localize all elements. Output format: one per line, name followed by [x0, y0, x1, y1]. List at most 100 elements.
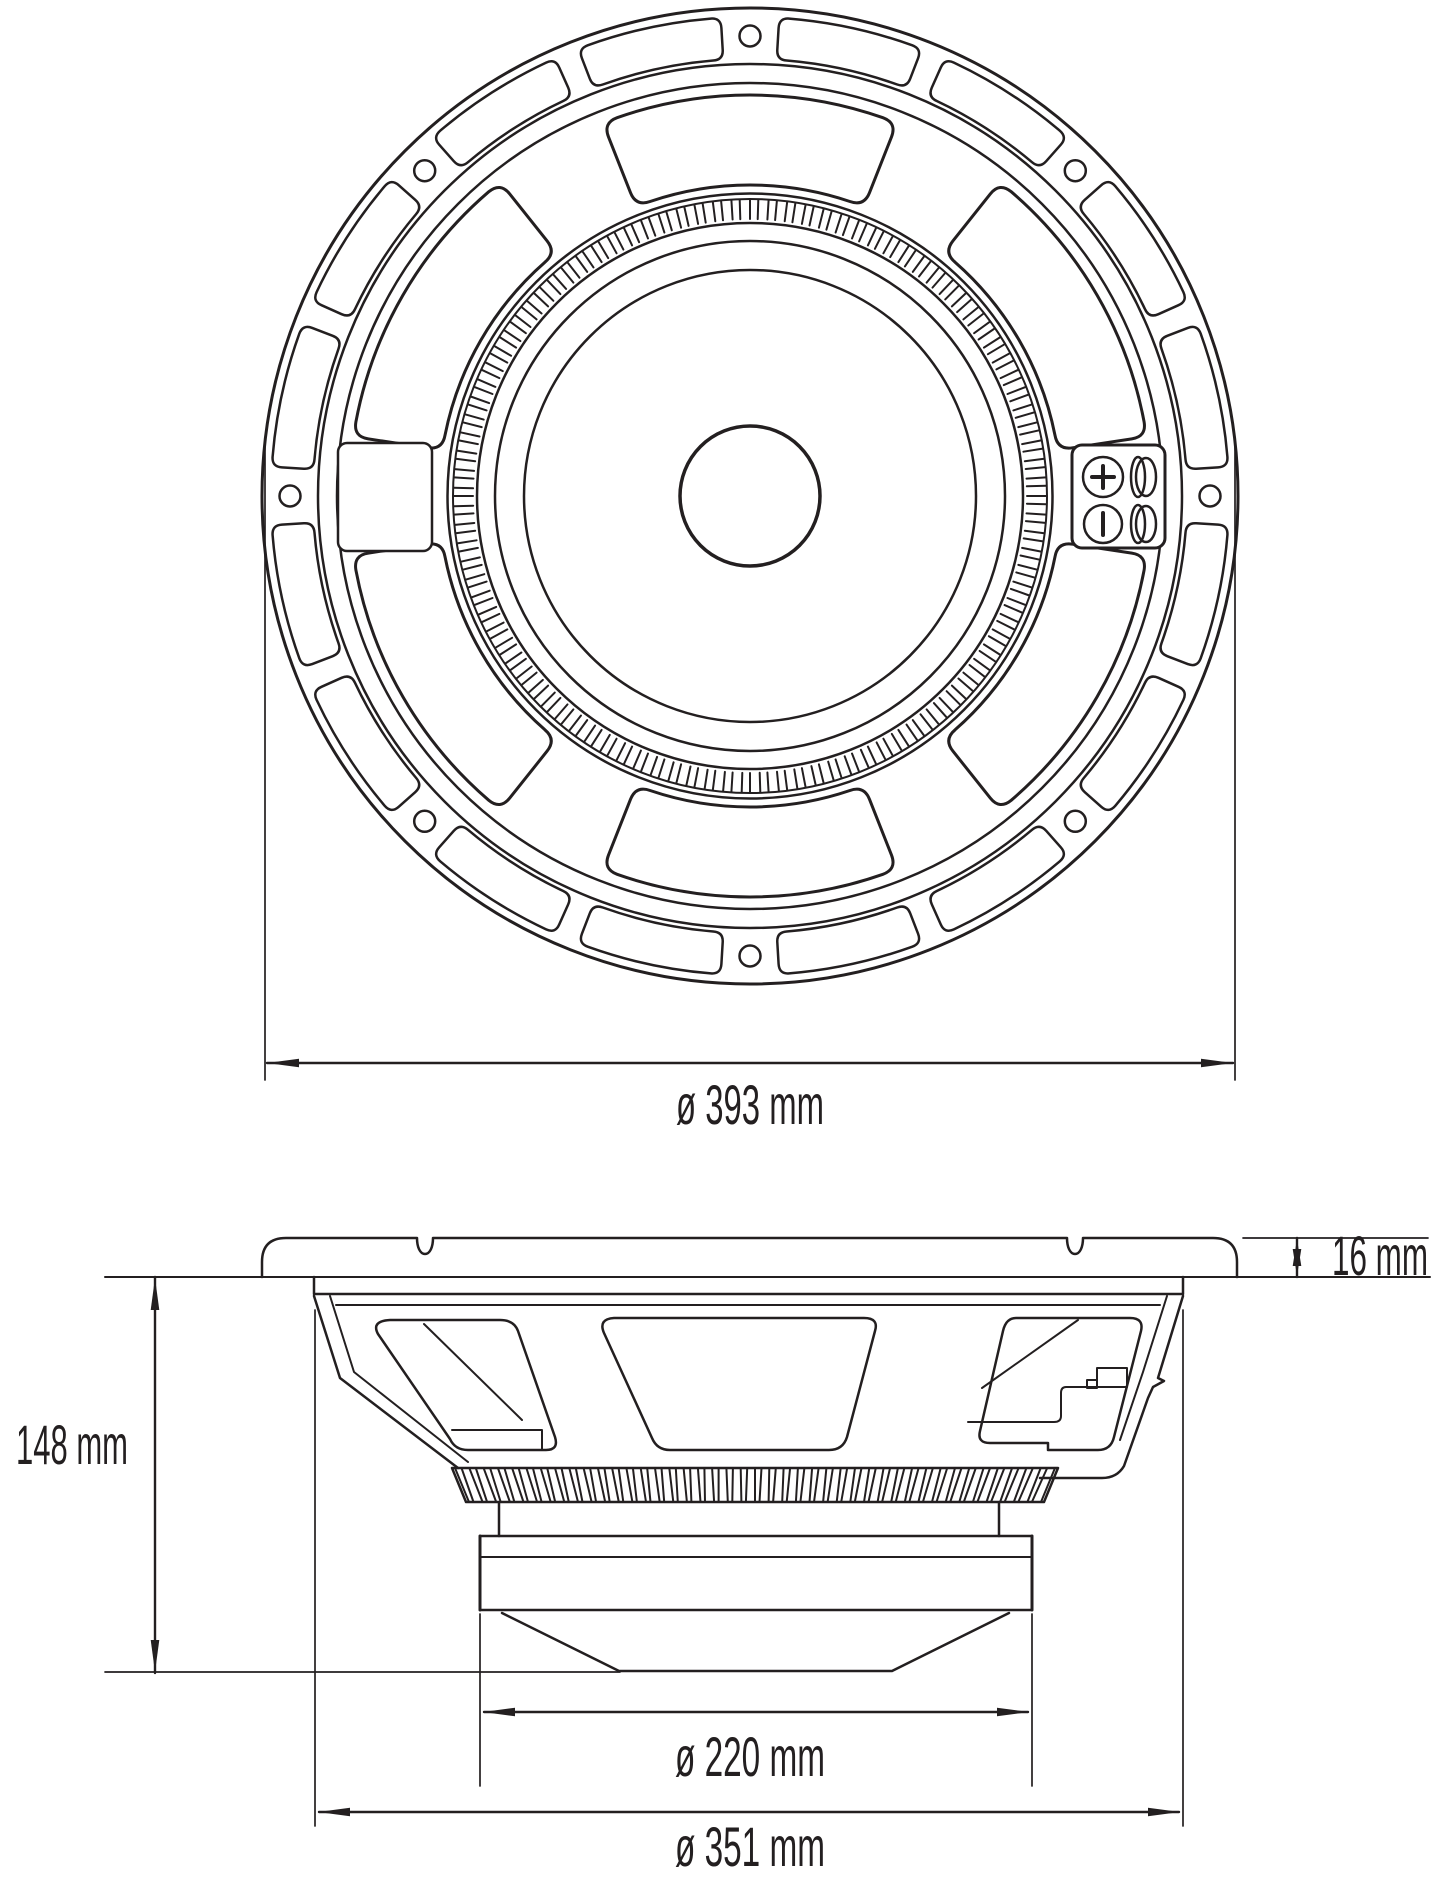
surround-tooth — [675, 763, 683, 785]
lead-tab — [1096, 1367, 1128, 1388]
surround-tooth — [1022, 447, 1044, 453]
surround-tooth — [882, 737, 894, 757]
terminal-block — [1070, 443, 1167, 550]
clamp-tooth — [758, 1467, 763, 1503]
surround-tooth — [911, 719, 926, 737]
surround-tooth — [532, 684, 550, 700]
surround-tooth — [459, 556, 481, 563]
magnet-sides — [478, 1534, 1034, 1612]
clamp-tooth — [835, 1467, 842, 1503]
surround-tooth — [1024, 466, 1047, 470]
surround-tooth — [766, 771, 770, 793]
surround-tooth — [476, 378, 497, 388]
surround-tooth — [489, 628, 509, 640]
surround-tooth — [470, 589, 491, 599]
flange-slot — [929, 825, 1066, 932]
flange-slot — [776, 17, 921, 87]
clamp-tooth — [731, 1467, 734, 1503]
arrow-down-icon — [150, 1640, 160, 1672]
positive-terminal-icon — [1081, 455, 1125, 499]
surround-tooth — [1017, 563, 1039, 571]
surround-tooth — [977, 327, 996, 341]
surround-tooth — [504, 651, 523, 665]
clamp-tooth — [482, 1467, 498, 1503]
surround-tooth — [950, 684, 968, 700]
surround-tooth — [1025, 502, 1048, 506]
clamp-tooth — [703, 1467, 706, 1503]
surround-tooth — [467, 580, 488, 589]
surround-tooth — [685, 765, 692, 787]
surround-tooth — [693, 767, 700, 789]
surround-tooth — [1009, 393, 1030, 403]
clamp-tooth — [903, 1467, 914, 1503]
surround-tooth — [817, 763, 825, 785]
surround-tooth — [978, 649, 997, 663]
surround-tooth — [866, 226, 878, 247]
clamp-tooth — [808, 1467, 814, 1503]
flange-slot — [1079, 675, 1186, 812]
negative-terminal-icon — [1082, 503, 1124, 545]
surround-tooth — [905, 723, 919, 742]
surround-tooth — [473, 385, 494, 395]
clamp-tooth — [682, 1467, 688, 1503]
surround-tooth — [858, 222, 868, 243]
surround-tooth — [711, 769, 717, 792]
dimension-label-depth: 148 mm — [16, 1413, 128, 1476]
surround-tooth — [982, 643, 1002, 656]
surround-tooth — [1012, 580, 1033, 589]
surround-tooth — [667, 761, 675, 782]
mounting-hole — [1198, 484, 1222, 508]
surround-tooth — [452, 486, 475, 490]
surround-tooth — [774, 199, 778, 222]
clamp-tooth — [849, 1467, 856, 1503]
positive-connector — [1129, 455, 1147, 499]
clamp-tooth — [1040, 1467, 1056, 1503]
surround-tooth — [987, 635, 1007, 647]
surround-tooth — [890, 732, 903, 752]
surround-tooth — [453, 476, 475, 480]
extension-lines — [314, 1309, 1184, 1827]
clamp-tooth — [944, 1467, 956, 1503]
basket-wall-right-outer — [1038, 1294, 1185, 1480]
flange-slot — [1079, 180, 1186, 317]
surround-tooth — [546, 278, 562, 296]
surround-tooth — [882, 235, 894, 255]
mounting-hole — [412, 809, 437, 834]
clamp-tooth — [867, 1467, 877, 1503]
clamp-tooth — [474, 1467, 489, 1503]
clamp-tooth — [799, 1467, 806, 1503]
surround-tooth — [464, 413, 485, 421]
clamp-tooth — [1017, 1467, 1034, 1503]
clamp-tooth — [781, 1467, 785, 1503]
dim-outer-diameter: ø 393 mm — [264, 444, 1236, 1136]
surround-tooth — [566, 261, 581, 279]
arrow-right-icon — [997, 1707, 1029, 1717]
surround-tooth — [720, 199, 724, 222]
clamp-tooth — [881, 1467, 892, 1503]
flange-slot — [314, 675, 421, 812]
surround-tooth — [560, 266, 575, 284]
surround-tooth — [532, 292, 550, 308]
basket-wall-right-inner — [1119, 1295, 1168, 1441]
surround-tooth — [520, 671, 538, 686]
clamp-tooth — [976, 1467, 992, 1503]
surround-tooth — [473, 597, 494, 607]
surround-tooth — [456, 449, 478, 455]
flange-slot — [1159, 325, 1229, 470]
surround-tooth — [452, 504, 475, 508]
surround-tooth — [999, 612, 1020, 624]
arrow-right-icon — [1148, 1807, 1180, 1817]
clamp-tooth — [772, 1467, 777, 1503]
surround-tooth — [701, 202, 707, 224]
side-window-left-brace — [423, 1323, 523, 1421]
cone-inner-circle — [522, 268, 978, 724]
surround-tooth — [841, 215, 851, 237]
clamp-tooth — [990, 1467, 1006, 1503]
clamp-tooth — [603, 1467, 611, 1503]
surround-tooth — [457, 439, 479, 446]
bottom-plate-bevel — [500, 1611, 1011, 1673]
side-window-left-ledge — [451, 1429, 543, 1451]
basket-window — [947, 186, 1146, 450]
clamp-tooth — [660, 1467, 666, 1503]
clamp-tooth — [813, 1467, 820, 1503]
